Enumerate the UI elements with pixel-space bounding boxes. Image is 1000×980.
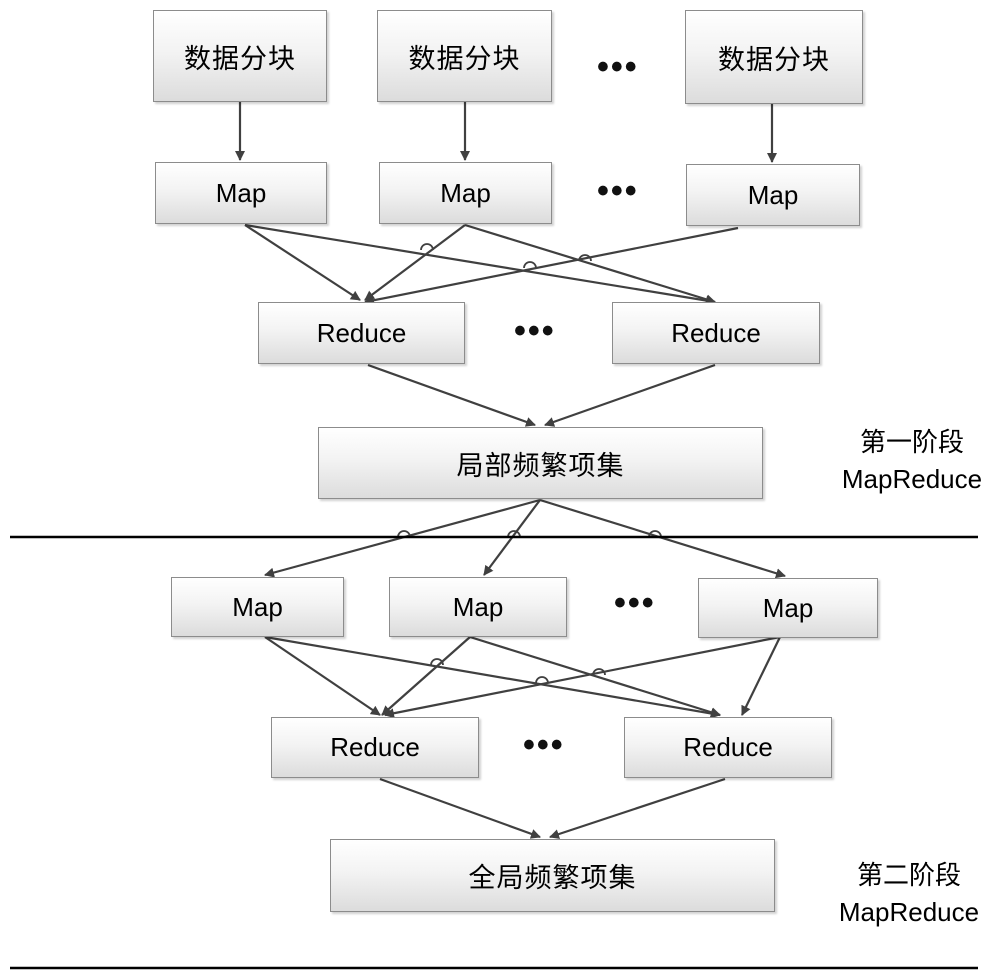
stage1-map-1: Map bbox=[155, 162, 327, 224]
stage2-map-2: Map bbox=[389, 577, 567, 637]
global-frequent-itemsets: 全局频繁项集 bbox=[330, 839, 775, 912]
stage1-reduce-2: Reduce bbox=[612, 302, 820, 364]
map-label: Map bbox=[452, 591, 504, 622]
map-label: Map bbox=[747, 179, 799, 210]
reduce-label: Reduce bbox=[683, 732, 773, 762]
map-label: Map bbox=[762, 592, 814, 623]
stage1-map-2: Map bbox=[379, 162, 552, 224]
reduce-label: Reduce bbox=[671, 317, 761, 348]
crossing-hop bbox=[535, 676, 549, 684]
arrow-s2reduce2-result2 bbox=[549, 777, 726, 839]
ellipsis-reduces-2: ••• bbox=[523, 726, 565, 764]
local-frequent-itemsets: 局部频繁项集 bbox=[318, 427, 763, 499]
result-label: 局部频繁项集 bbox=[456, 450, 625, 482]
ellipsis-maps: ••• bbox=[597, 172, 639, 210]
arrow-map2-reduce2 bbox=[464, 223, 716, 305]
data-block-1: 数据分块 bbox=[153, 10, 327, 102]
stage2-map-3: Map bbox=[698, 578, 878, 638]
arrow-reduce1-result1 bbox=[367, 363, 536, 427]
data-block-3: 数据分块 bbox=[685, 10, 863, 104]
reduce-label: Reduce bbox=[330, 732, 420, 762]
arrow-map3-reduce1 bbox=[364, 226, 739, 306]
ellipsis-blocks: ••• bbox=[597, 48, 639, 86]
stage2-map-1: Map bbox=[171, 577, 344, 637]
arrow-map2-reduce1 bbox=[364, 224, 466, 301]
arrow-reduce2-result1 bbox=[544, 363, 716, 427]
arrow-s2map1-reduce2 bbox=[264, 635, 721, 719]
crossing-hop bbox=[430, 658, 444, 666]
ellipsis-maps-2: ••• bbox=[614, 584, 656, 622]
data-block-label: 数据分块 bbox=[184, 43, 296, 75]
crossing-hop bbox=[523, 261, 537, 269]
data-block-label: 数据分块 bbox=[718, 44, 830, 76]
stage1-map-3: Map bbox=[686, 164, 860, 226]
arrow-map1-reduce1 bbox=[244, 224, 361, 301]
map-label: Map bbox=[215, 177, 267, 208]
stage1-reduce-1: Reduce bbox=[258, 302, 465, 364]
stage2-label-line1: 第二阶段 bbox=[856, 861, 961, 891]
data-block-label: 数据分块 bbox=[408, 43, 521, 75]
ellipsis-reduces: ••• bbox=[514, 312, 556, 350]
map-label: Map bbox=[440, 177, 491, 208]
crossing-hop bbox=[507, 530, 521, 538]
crossing-hop bbox=[648, 530, 662, 538]
crossing-hop bbox=[420, 243, 434, 251]
stage2-label: 第二阶段 MapReduce bbox=[820, 858, 998, 930]
map-label: Map bbox=[232, 591, 283, 622]
stage2-label-line2: MapReduce bbox=[838, 897, 980, 927]
crossing-hop bbox=[397, 530, 411, 538]
arrow-s2map2-reduce2 bbox=[469, 635, 721, 718]
result-label: 全局频繁项集 bbox=[468, 863, 637, 894]
arrow-s2map3-reduce2 bbox=[741, 636, 781, 716]
arrow-map1-reduce2 bbox=[244, 223, 716, 306]
crossing-hop bbox=[592, 668, 606, 676]
arrow-s2map1-reduce1 bbox=[264, 636, 381, 716]
stage2-reduce-1: Reduce bbox=[271, 717, 479, 778]
arrow-s2map2-reduce1 bbox=[381, 636, 471, 716]
stage1-label: 第一阶段 MapReduce bbox=[826, 425, 998, 497]
stage1-label-line2: MapReduce bbox=[841, 464, 983, 494]
reduce-label: Reduce bbox=[316, 317, 407, 348]
stage1-label-line1: 第一阶段 bbox=[859, 428, 964, 458]
data-block-2: 数据分块 bbox=[377, 10, 552, 102]
arrow-s2reduce1-result2 bbox=[379, 777, 541, 839]
stage2-reduce-2: Reduce bbox=[624, 717, 832, 778]
crossing-hop bbox=[578, 254, 592, 262]
arrow-s2map3-reduce1 bbox=[384, 635, 781, 719]
